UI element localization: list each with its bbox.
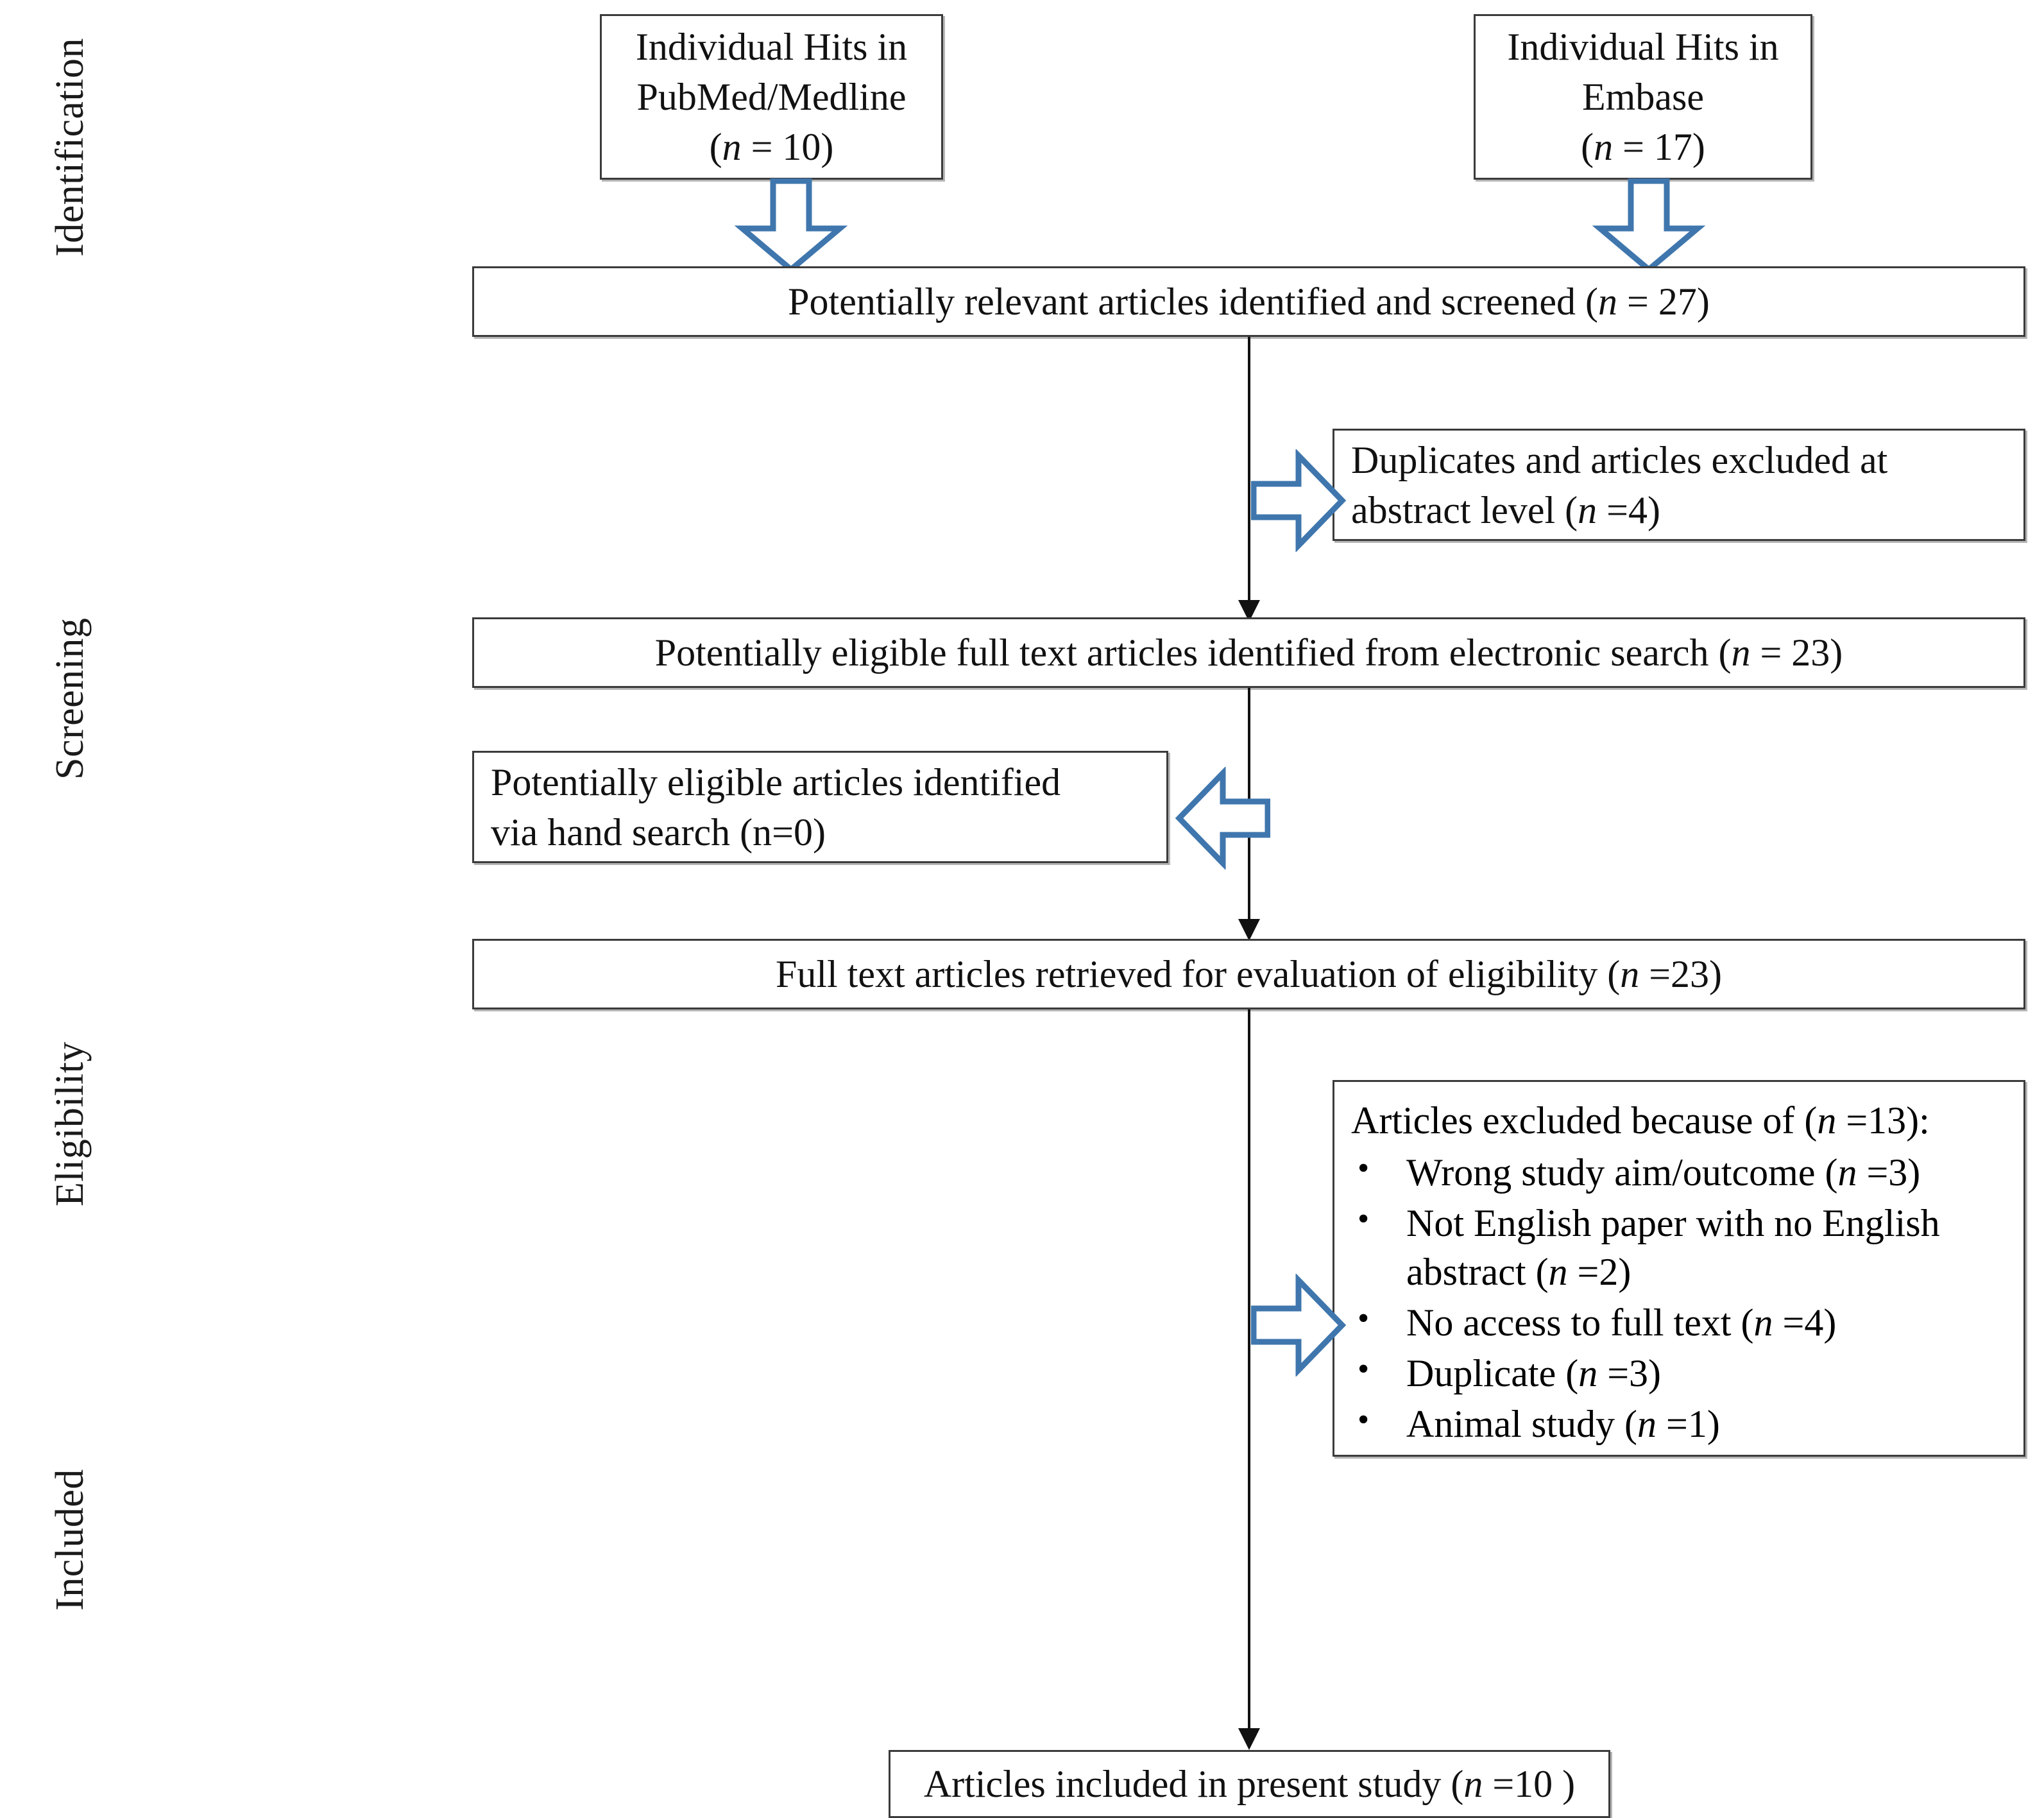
screened-text: Potentially relevant articles identified… [788, 280, 1598, 323]
screened-n-value: = 27) [1617, 280, 1710, 323]
hand-search-line2: via hand search (n=0) [491, 810, 826, 853]
retrieved-text: Full text articles retrieved for evaluat… [775, 953, 1621, 995]
duplicates-line1: Duplicates and articles excluded at [1351, 438, 1888, 481]
screened-n-italic: n [1597, 280, 1617, 323]
excluded-item-3-text: Duplicate ( [1406, 1351, 1579, 1394]
excluded-item-0-post: =3) [1857, 1151, 1921, 1194]
excluded-item-4-italic: n [1637, 1402, 1656, 1445]
box-articles-excluded: Articles excluded because of (n =13): •W… [1333, 1080, 2025, 1457]
box-embase-hits: Individual Hits in Embase (n = 17) [1474, 14, 1812, 180]
stage-label-included: Included [48, 1469, 92, 1611]
block-arrow-right-duplicates [1251, 449, 1346, 552]
box-articles-screened: Potentially relevant articles identified… [472, 266, 2025, 337]
eligible-text: Potentially eligible full text articles … [654, 631, 1732, 674]
bullet-icon: • [1358, 1300, 1370, 1337]
connector-retrieved-to-included [1248, 1009, 1250, 1735]
list-item: • Duplicate (n =3) [1351, 1349, 2012, 1398]
duplicates-n-italic: n [1578, 488, 1597, 531]
block-arrow-down-embase [1592, 178, 1706, 273]
hand-search-line1: Potentially eligible articles identified [491, 760, 1061, 803]
list-item: • Animal study (n =1) [1351, 1400, 2012, 1449]
pubmed-n-prefix: ( [709, 126, 722, 168]
embase-line1: Individual Hits in [1507, 26, 1779, 68]
stage-label-screening: Screening [48, 617, 92, 780]
duplicates-n-value: =4) [1597, 488, 1660, 531]
block-arrow-right-excluded [1251, 1274, 1346, 1376]
eligible-n-italic: n [1731, 631, 1751, 674]
pubmed-n-value: = 10) [741, 126, 834, 168]
bullet-icon: • [1358, 1149, 1370, 1187]
excluded-header-pre: Articles excluded because of ( [1351, 1099, 1818, 1142]
embase-n-value: = 17) [1613, 126, 1705, 168]
excluded-item-4-text: Animal study ( [1406, 1402, 1637, 1445]
box-pubmed-hits-text: Individual Hits in PubMed/Medline (n = 1… [626, 22, 917, 172]
block-arrow-left-hand-search [1175, 767, 1270, 870]
excluded-header: Articles excluded because of (n =13): [1351, 1096, 2012, 1145]
box-hand-search: Potentially eligible articles identified… [472, 751, 1168, 863]
excluded-item-3-italic: n [1578, 1351, 1598, 1394]
box-included-final-text: Articles included in present study (n =1… [914, 1759, 1585, 1809]
box-eligible-full-text-text: Potentially eligible full text articles … [645, 628, 1853, 678]
list-item: • Wrong study aim/outcome (n =3) [1351, 1148, 2012, 1197]
included-n-italic: n [1463, 1763, 1483, 1805]
bullet-icon: • [1358, 1350, 1370, 1387]
box-pubmed-hits: Individual Hits in PubMed/Medline (n = 1… [600, 14, 943, 180]
excluded-item-2-italic: n [1753, 1301, 1773, 1344]
block-arrow-down-pubmed [734, 178, 848, 273]
eligible-n-value: = 23) [1750, 631, 1843, 674]
list-item: • No access to full text (n =4) [1351, 1298, 2012, 1348]
bullet-icon: • [1358, 1401, 1370, 1438]
excluded-item-2-post: =4) [1773, 1301, 1837, 1344]
excluded-header-italic: n [1817, 1099, 1837, 1142]
box-eligible-full-text: Potentially eligible full text articles … [472, 617, 2025, 688]
box-embase-hits-text: Individual Hits in Embase (n = 17) [1497, 22, 1789, 172]
excluded-item-1-text: Not English paper with no English abstra… [1406, 1201, 1940, 1294]
stage-label-identification: Identification [48, 38, 92, 257]
excluded-item-4-post: =1) [1656, 1402, 1720, 1445]
box-included-final: Articles included in present study (n =1… [889, 1750, 1610, 1818]
pubmed-line1: Individual Hits in [635, 26, 908, 68]
arrowhead-retrieved-to-included [1238, 1728, 1260, 1750]
included-n-value: =10 ) [1483, 1763, 1576, 1805]
list-item: • Not English paper with no English abstr… [1351, 1199, 2012, 1298]
embase-line2: Embase [1582, 76, 1704, 118]
excluded-item-0-text: Wrong study aim/outcome ( [1406, 1151, 1838, 1194]
box-duplicates-excluded: Duplicates and articles excluded at abst… [1333, 429, 2025, 541]
retrieved-n-value: =23) [1639, 953, 1723, 995]
arrowhead-eligible-to-retrieved [1238, 919, 1260, 941]
box-hand-search-text: Potentially eligible articles identified… [474, 757, 1073, 857]
connector-screened-to-eligible [1248, 337, 1250, 606]
excluded-item-1-post: =2) [1567, 1251, 1631, 1294]
included-text: Articles included in present study ( [923, 1763, 1464, 1805]
retrieved-n-italic: n [1620, 953, 1640, 995]
stage-label-eligibility: Eligibility [48, 1042, 92, 1206]
pubmed-line2: PubMed/Medline [636, 76, 907, 118]
excluded-item-2-text: No access to full text ( [1406, 1301, 1754, 1344]
excluded-item-3-post: =3) [1597, 1351, 1662, 1394]
pubmed-n-italic: n [722, 126, 742, 168]
box-retrieved-eligibility: Full text articles retrieved for evaluat… [472, 939, 2025, 1009]
embase-n-prefix: ( [1581, 126, 1594, 168]
box-retrieved-eligibility-text: Full text articles retrieved for evaluat… [765, 949, 1732, 999]
embase-n-italic: n [1594, 126, 1614, 168]
excluded-item-0-italic: n [1837, 1151, 1857, 1194]
box-articles-screened-text: Potentially relevant articles identified… [778, 277, 1720, 327]
bullet-icon: • [1358, 1200, 1370, 1237]
duplicates-line2: abstract level ( [1351, 488, 1578, 531]
excluded-header-post: =13): [1836, 1099, 1930, 1142]
excluded-item-1-italic: n [1548, 1251, 1568, 1294]
excluded-reason-list: •Wrong study aim/outcome (n =3) •Not Eng… [1351, 1148, 2012, 1449]
box-duplicates-excluded-text: Duplicates and articles excluded at abst… [1334, 435, 1900, 535]
